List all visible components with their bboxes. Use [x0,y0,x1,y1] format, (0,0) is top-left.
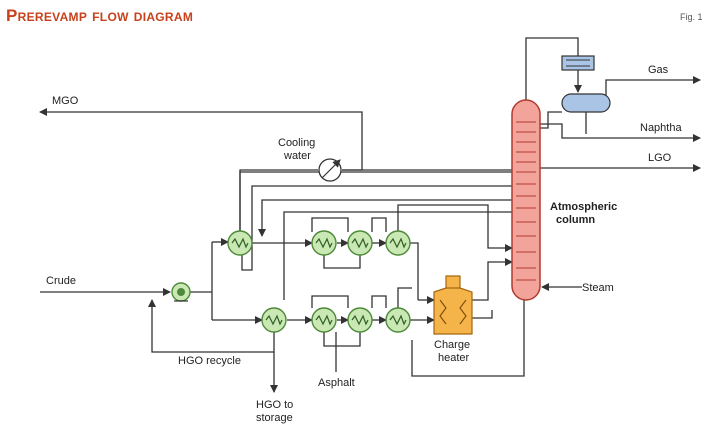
mgo-to-cooler [239,169,318,232]
label-hgo-storage-2: storage [256,412,293,424]
heat-exchanger-icon [311,307,337,333]
label-hgo-recycle: HGO recycle [178,355,241,367]
label-crude: Crude [46,275,76,287]
pumparound-2 [241,185,512,271]
label-charge-heater-1: Charge [434,339,470,351]
gas-line [605,76,701,102]
label-column-2: column [556,214,595,226]
pumparound-1 [258,199,512,237]
heat-exchanger-icon [385,307,411,333]
heat-exchanger-icon [347,307,373,333]
bottoms-line [411,298,525,377]
diagram-title: Prerevamp flow diagram [6,6,194,25]
pumparound-4 [283,211,512,300]
upper-return-to-column [397,204,513,252]
heater-outlet-1 [466,258,513,301]
label-cooling-water-1: Cooling [278,137,315,149]
heat-exchanger-icon [385,230,411,256]
reflux-drum-icon [561,93,611,113]
lower-loop-c [323,332,361,347]
pumparound-3 [239,171,512,232]
overhead-line [525,37,579,110]
lower-loop-d [397,287,412,308]
label-charge-heater-2: heater [438,352,470,364]
heat-exchanger-icon [347,230,373,256]
diagram-labels: MGO Gas Naphtha LGO Cooling water Atmosp… [46,64,682,424]
heat-exchanger-icon [227,230,253,256]
atmospheric-column [511,99,541,301]
upper-loop-a [311,217,349,232]
naphtha-line [538,123,701,142]
heat-exchanger-icon [261,307,287,333]
heat-exchanger-icon [311,230,337,256]
label-steam: Steam [582,282,614,294]
reflux-line [538,111,562,129]
column-shell [511,99,541,301]
upper-loop-c [323,255,361,269]
pump-icon [171,282,191,302]
label-hgo-storage-1: HGO to [256,399,293,411]
condenser-icon [561,55,595,71]
label-asphalt: Asphalt [318,377,355,389]
label-cooling-water-2: water [283,150,311,162]
lower-loop-b [371,295,387,308]
label-lgo: LGO [648,152,672,164]
label-mgo: MGO [52,95,79,107]
upper-loop-b [371,217,387,232]
label-gas: Gas [648,64,669,76]
label-column-1: Atmospheric [550,201,617,213]
cooler-icon [318,158,342,182]
lower-loop-a [311,295,349,308]
charge-heater-icon [433,275,473,335]
column-trays [516,121,536,281]
hgo-recycle-line [148,299,275,353]
label-naphtha: Naphtha [640,122,682,134]
upper-train-to-heater [410,242,419,300]
heater-outlet-2 [466,310,493,319]
flow-lines [39,37,701,393]
figure-label: Fig. 1 [680,12,703,22]
